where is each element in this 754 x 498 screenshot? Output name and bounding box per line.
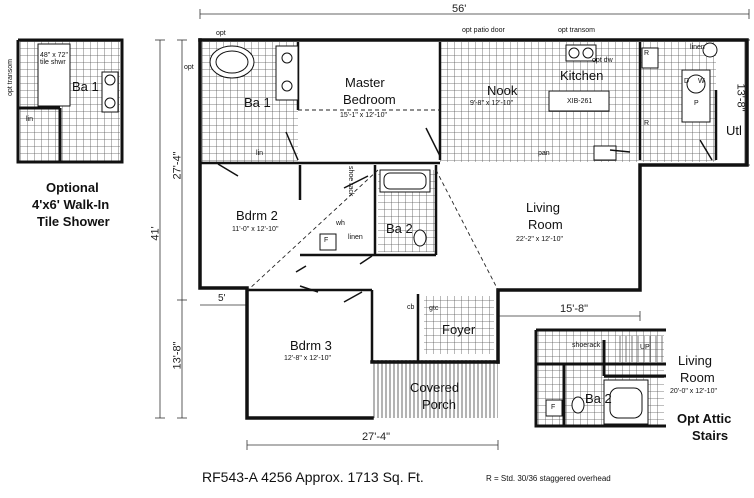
inset-living-name-2: Room — [680, 370, 715, 385]
nook-name: Nook — [487, 83, 518, 98]
inset-stairs-caption-1: Opt Attic — [677, 411, 732, 426]
bath1-name: Ba 1 — [244, 95, 271, 110]
upper-depth-label: 27'-4" — [171, 151, 184, 180]
linen-kitchen-label: linen — [690, 44, 705, 51]
door-swings — [217, 127, 713, 303]
living-size: 22'-2" x 12'-10" — [516, 236, 563, 243]
porch-width-label: 27'-4" — [362, 431, 391, 443]
right-depth-label: 13'-8" — [734, 83, 747, 112]
bdrm2-name: Bdrm 2 — [236, 208, 278, 223]
kitchen-name: Kitchen — [560, 68, 604, 83]
inset-bath1-name: Ba 1 — [72, 79, 99, 94]
wh-label: wh — [336, 220, 345, 227]
island-label: XIB-261 — [567, 98, 593, 105]
inset-opt-transom-label: opt transom — [7, 59, 14, 96]
inset-furnace-label: F — [551, 404, 556, 411]
living-name-1: Living — [526, 200, 560, 215]
foyer-name: Foyer — [442, 322, 476, 337]
covered-porch-floor — [372, 360, 498, 418]
utility-name: Utl — [726, 123, 742, 138]
bdrm3-size: 12'-8" x 12'-10" — [284, 355, 331, 362]
inset-shoe-label: shoe — [572, 342, 588, 349]
bath2-name: Ba 2 — [386, 221, 413, 236]
inset-stairs-caption-2: Stairs — [692, 428, 729, 443]
master-name-1: Master — [345, 75, 385, 90]
opt-transom-label: opt transom — [558, 27, 595, 34]
linen-label: linen — [348, 234, 363, 241]
cb-label: cb — [407, 304, 415, 311]
plan-title: RF543-A 4256 Approx. 1713 Sq. Ft. — [202, 469, 424, 485]
dryer-label: D — [684, 78, 690, 85]
master-size: 15'-1" x 12'-10" — [340, 112, 387, 119]
overall-width-label: 56' — [452, 3, 467, 15]
inset-shower-walls — [16, 38, 124, 164]
pan-label: pan — [538, 150, 550, 157]
master-name-2: Bedroom — [343, 92, 396, 107]
inset-shower-label: 48" x 72" tile shwr — [40, 52, 68, 66]
range-label: R — [644, 120, 650, 127]
inset-rack-label: rack — [587, 342, 601, 349]
refrigerator-label: R — [644, 50, 650, 57]
inset-shower-caption-2: 4'x6' Walk-In — [32, 197, 110, 212]
washer-label: W — [698, 78, 705, 85]
plan-note: R = Std. 30/36 staggered overhead — [486, 474, 611, 483]
lower-depth-label: 13'-8" — [171, 341, 184, 370]
porch-name-1: Covered — [410, 380, 460, 395]
dashed-lines — [247, 109, 499, 291]
opt-side-label: opt — [184, 64, 194, 71]
bdrm2-size: 11'-0" x 12'-10" — [232, 226, 279, 233]
water-heater-label: P — [694, 100, 699, 107]
inset-living-size: 20'-0" x 12'-10" — [670, 388, 717, 395]
gtc-label: gtc — [429, 305, 439, 312]
opt-patio-door-label: opt patio door — [462, 27, 505, 34]
living-name-2: Room — [528, 217, 563, 232]
furnace-label: F — [324, 237, 329, 244]
inset-shower-caption-1: Optional — [46, 180, 99, 195]
offset-right-label: 15'-8" — [560, 303, 589, 315]
offset-left-label: 5' — [218, 293, 226, 304]
porch-name-2: Porch — [422, 397, 456, 412]
inset-shower-caption-3: Tile Shower — [37, 214, 110, 229]
bdrm3-name: Bdrm 3 — [290, 338, 332, 353]
opt-dw-label: opt dw — [592, 57, 613, 64]
opt-label-top-left: opt — [216, 30, 226, 37]
inset-living-name-1: Living — [678, 353, 712, 368]
inset-stairs-walls — [534, 328, 666, 428]
inset-up-label: UP — [640, 344, 650, 351]
overall-depth-label: 41' — [149, 226, 162, 241]
inset-bath2-name: Ba 2 — [585, 391, 612, 406]
inset-stair-treads — [619, 336, 663, 362]
lin-label: lin — [256, 150, 264, 157]
inset-lin-label: lin — [26, 116, 34, 123]
fixtures — [37, 42, 718, 425]
shoe-rack-label: shoe rack — [347, 166, 354, 197]
nook-size: 9'-8" x 12'-10" — [470, 100, 514, 107]
